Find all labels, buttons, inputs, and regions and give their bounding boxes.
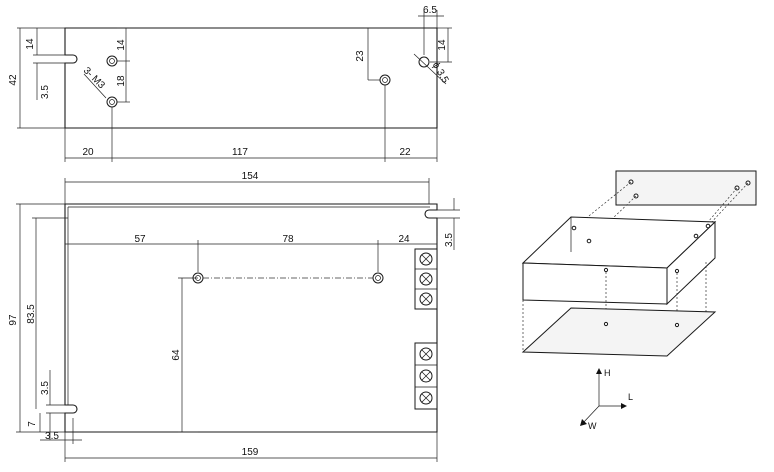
axis-w: W: [588, 421, 597, 431]
top-view: 42 14 3.5 14 18 3- M3 23 6.5 14: [8, 5, 452, 162]
dim-3-5-left: 3.5: [40, 381, 51, 395]
top-hole-1: [106, 55, 118, 67]
axis-h: H: [604, 368, 611, 378]
top-hole-3: [379, 74, 391, 86]
axis-l: L: [628, 392, 633, 402]
dim-57: 57: [134, 234, 146, 245]
exploded-view: H L W: [521, 170, 757, 431]
terminal-block-lower: [414, 342, 438, 410]
base-plate: [521, 307, 717, 357]
dim-14-right: 14: [437, 39, 448, 51]
front-hole-2: [372, 272, 384, 284]
dim-7: 7: [27, 421, 38, 427]
dim-117: 117: [232, 147, 248, 158]
dim-159: 159: [242, 447, 259, 458]
dim-97: 97: [8, 314, 19, 326]
dim-3-5-right: 3.5: [444, 233, 455, 247]
top-hole-2: [106, 96, 118, 108]
dim-42: 42: [8, 74, 19, 86]
terminal-block-upper: [414, 248, 438, 310]
side-plate: [615, 170, 757, 206]
dim-dia-3-5: ϕ 3.5: [430, 60, 451, 85]
dim-83-5: 83.5: [26, 304, 37, 324]
dim-24: 24: [398, 234, 410, 245]
front-view: 154 57 78 24 3.5 97 83.5 64 3.5: [8, 171, 460, 462]
dim-64: 64: [171, 349, 182, 361]
dim-78: 78: [282, 234, 294, 245]
dim-14-pitch: 14: [116, 39, 127, 51]
dim-23: 23: [355, 50, 366, 62]
dim-slot-14: 14: [25, 38, 36, 50]
front-view-outline: [64, 203, 438, 433]
dim-slot-3-5: 3.5: [40, 85, 51, 99]
dim-18-pitch: 18: [116, 75, 127, 87]
dim-3-m3: 3- M3: [81, 65, 107, 91]
top-view-outline: [64, 27, 438, 129]
dim-20: 20: [82, 147, 94, 158]
dim-22: 22: [399, 147, 411, 158]
dim-3-5-bottom: 3.5: [45, 431, 59, 442]
top-hole-4: [418, 56, 430, 68]
dim-6-5: 6.5: [423, 5, 437, 16]
dim-154: 154: [242, 171, 259, 182]
